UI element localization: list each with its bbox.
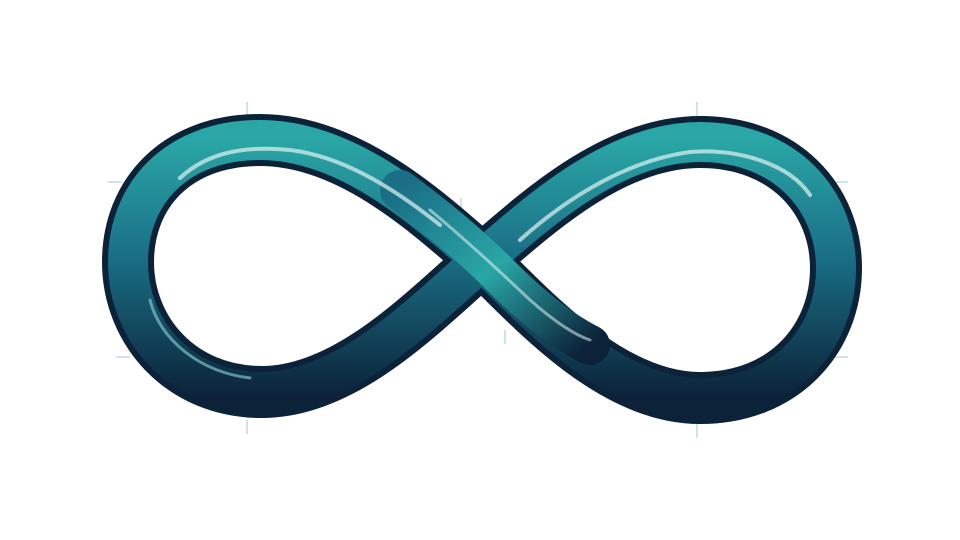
infinity-highlight <box>518 149 812 242</box>
infinity-crossing-strand <box>380 170 610 365</box>
infinity-highlight <box>178 146 442 227</box>
infinity-highlight <box>148 298 252 380</box>
infinity-highlight <box>428 208 592 342</box>
registration-marks <box>108 102 848 438</box>
